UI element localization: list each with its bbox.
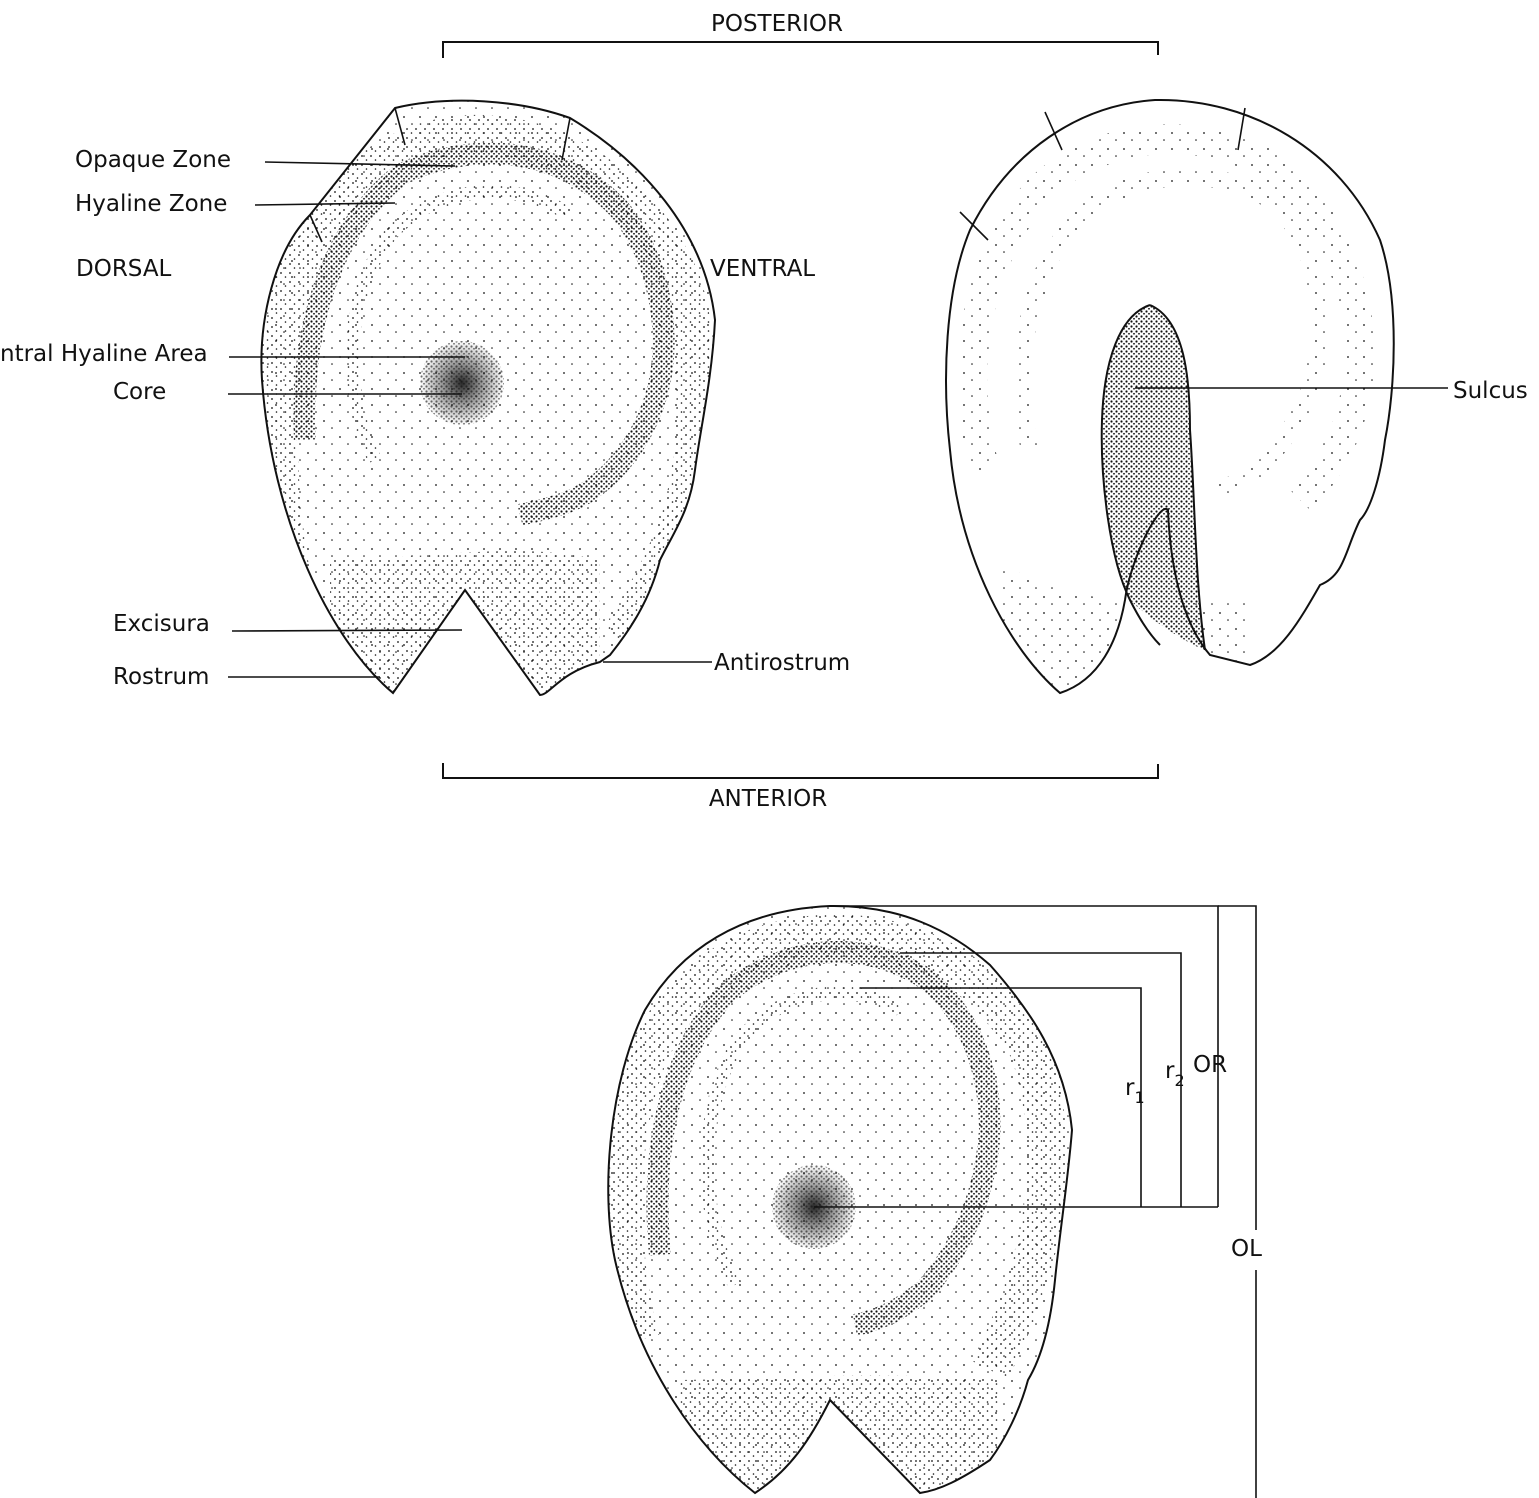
or-label: OR — [1193, 1052, 1227, 1078]
dorsal-label: DORSAL — [76, 256, 172, 282]
ol-label: OL — [1231, 1236, 1262, 1262]
rostrum-label: Rostrum — [113, 664, 209, 690]
ventral-label: VENTRAL — [710, 256, 815, 282]
hyaline-zone-label: Hyaline Zone — [75, 191, 227, 217]
posterior-bracket — [443, 42, 1158, 58]
otolith-left-view — [250, 90, 730, 710]
excisura-label: Excisura — [113, 611, 210, 637]
anterior-bracket — [443, 763, 1158, 778]
posterior-label: POSTERIOR — [711, 11, 843, 37]
core-label: Core — [113, 379, 166, 405]
sulcus-groove — [1102, 305, 1205, 650]
otolith-right-view — [946, 100, 1394, 700]
central-hyaline-area-label: ntral Hyaline Area — [0, 341, 208, 367]
antirostrum-label: Antirostrum — [714, 650, 850, 676]
opaque-zone-label: Opaque Zone — [75, 147, 231, 173]
sulcus-label: Sulcus — [1453, 378, 1528, 404]
otolith-measured-view — [600, 895, 1080, 1498]
anterior-label: ANTERIOR — [709, 786, 827, 812]
